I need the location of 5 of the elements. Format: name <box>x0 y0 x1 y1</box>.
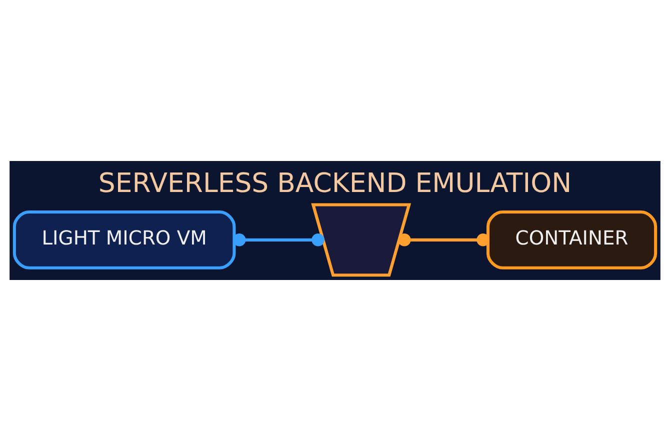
node-box: CONTAINER <box>486 210 658 269</box>
connector <box>398 233 490 246</box>
node-box: LIGHT MICRO VM <box>12 210 236 269</box>
connector <box>232 233 324 246</box>
diagram-title: SERVERLESS BACKEND EMULATION <box>98 168 572 199</box>
